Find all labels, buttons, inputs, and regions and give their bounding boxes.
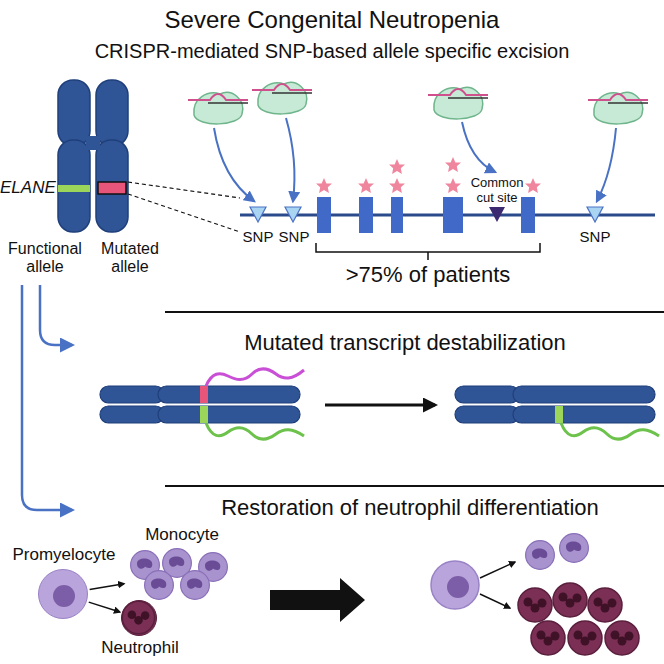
panel-heading: CRISPR-mediated SNP-based allele specifi…	[0, 40, 664, 63]
neutrophil-cell: Neutrophil	[121, 600, 157, 636]
panel-heading: Restoration of neutrophil differentiatio…	[170, 495, 650, 520]
cell-label: Neutrophil	[100, 638, 180, 658]
cell-detail	[122, 601, 158, 637]
cell-label: Promyelocyte	[7, 545, 121, 565]
part-label: SNP	[577, 228, 613, 245]
panel-heading: Mutated transcript destabilization	[180, 330, 630, 355]
panel-heading: >75% of patients	[298, 262, 558, 287]
title: Severe Congenital Neutropenia	[0, 6, 664, 34]
promyelocyte-cell: Promyelocyte	[38, 569, 88, 619]
part-label: SNP	[240, 228, 276, 245]
cell-detail	[39, 570, 89, 620]
part-label: Functional allele	[0, 240, 90, 277]
cell-detail	[127, 549, 237, 601]
differentiation-arrow	[90, 584, 124, 590]
part-label: Common cut site	[469, 176, 525, 206]
gene-name: ELANE	[0, 178, 54, 198]
part-label: Mutated allele	[88, 240, 172, 277]
part-label: SNP	[276, 228, 312, 245]
monocyte-cluster: Monocyte	[126, 548, 236, 600]
differentiation-arrow	[89, 602, 120, 612]
cell-label: Monocyte	[142, 525, 222, 545]
